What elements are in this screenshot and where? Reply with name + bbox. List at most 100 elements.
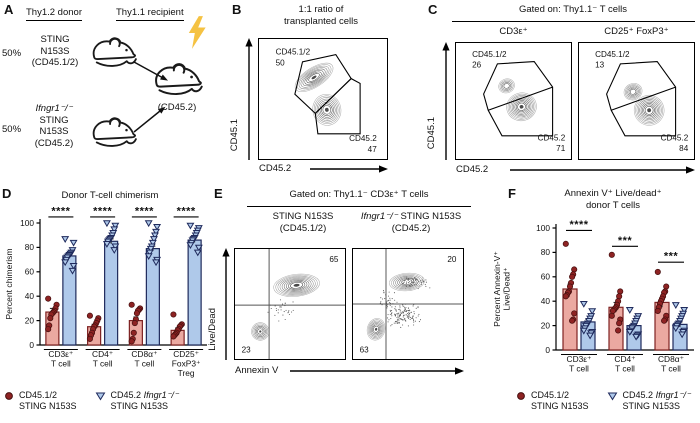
circle-marker-icon (5, 392, 13, 400)
svg-text:****: **** (569, 219, 588, 231)
legend-f: CD45.1/2 STING N153S CD45.2 Ifngr1⁻/⁻ ST… (516, 390, 691, 411)
x-axis-arrow (510, 166, 695, 174)
svg-text:CD8α⁺: CD8α⁺ (658, 354, 684, 364)
donor2-text: Ifngr1⁻/⁻ STING N153S (CD45.2) (34, 103, 74, 149)
panel-e-header-rule (247, 206, 471, 207)
legend-item-cd4512: CD45.1/2 STING N153S (516, 390, 589, 411)
panel-e-header: Gated on: Thy1.1⁻ CD3ε⁺ T cells (289, 189, 429, 200)
lightning-bolt-icon (188, 16, 206, 49)
svg-text:40: 40 (541, 296, 551, 306)
circle-marker-icon (517, 392, 525, 400)
triangle-marker-icon (95, 392, 105, 401)
panel-d-title: Donor T-cell chimerism (61, 190, 159, 201)
x-axis-arrow (290, 367, 464, 375)
svg-text:CD45.1/2: CD45.1/2 (276, 48, 311, 57)
svg-text:T cell: T cell (51, 359, 71, 369)
svg-text:****: **** (51, 205, 70, 217)
panel-f-title: Annexin V⁺ Live/dead⁺ donor T cells (564, 188, 662, 211)
panel-c-header-rule (452, 21, 695, 22)
triangle-marker-icon (607, 392, 617, 401)
svg-text:100: 100 (20, 218, 34, 228)
e-col-title-2: Ifngr1⁻/⁻ STING N153S (CD45.2) (360, 211, 462, 234)
mouse-icon (92, 37, 137, 67)
svg-text:80: 80 (541, 247, 551, 257)
svg-text:CD45.2: CD45.2 (538, 133, 566, 142)
e-col-title-1: STING N153S (CD45.1/2) (272, 211, 334, 234)
b-y-axis-label: CD45.1 (229, 119, 240, 152)
svg-text:47: 47 (368, 145, 378, 154)
recipient-header: Thy1.1 recipient (116, 7, 184, 21)
legend-item-cd4512: CD45.1/2 STING N153S (4, 390, 77, 411)
svg-text:63: 63 (360, 345, 370, 354)
svg-text:CD45.2: CD45.2 (349, 134, 377, 143)
svg-text:26: 26 (472, 60, 482, 69)
svg-text:CD4⁺: CD4⁺ (92, 349, 113, 359)
recipient-caption: (CD45.2) (157, 102, 197, 113)
y-axis-arrow (442, 42, 450, 160)
legend-item-cd452: CD45.2 Ifngr1⁻/⁻ STING N153S (607, 390, 691, 411)
y-axis-arrow (222, 248, 230, 360)
svg-text:20: 20 (541, 320, 551, 330)
svg-text:40: 40 (25, 291, 35, 301)
e-y-axis-label: Live/Dead (207, 308, 218, 351)
c-x-axis-label: CD45.2 (456, 164, 489, 175)
svg-text:***: *** (664, 251, 679, 263)
svg-text:Percent chimerism: Percent chimerism (4, 248, 14, 319)
svg-text:60: 60 (25, 267, 35, 277)
svg-text:CD3ε⁺: CD3ε⁺ (567, 354, 592, 364)
svg-text:****: **** (93, 205, 112, 217)
svg-text:Live/Dead⁺: Live/Dead⁺ (502, 267, 512, 311)
legend-item-cd452: CD45.2 Ifngr1⁻/⁻ STING N153S (95, 390, 179, 411)
e-x-axis-label: Annexin V (235, 365, 279, 376)
y-axis-arrow (245, 38, 253, 160)
svg-text:20: 20 (25, 315, 35, 325)
svg-text:CD45.2: CD45.2 (661, 133, 689, 142)
donor2-percent: 50% (2, 124, 22, 135)
panel-c-label: C (428, 2, 438, 17)
panel-d-label: D (2, 186, 12, 201)
svg-text:****: **** (177, 205, 196, 217)
flow-plot-e1: 65 23 (234, 248, 346, 360)
svg-text:***: *** (618, 235, 633, 247)
panel-e-label: E (214, 186, 223, 201)
panel-f-label: F (508, 186, 516, 201)
svg-text:Percent Annexin-V⁺: Percent Annexin-V⁺ (494, 251, 502, 327)
svg-text:60: 60 (541, 272, 551, 282)
svg-text:CD4⁺: CD4⁺ (614, 354, 635, 364)
panel-b-title: 1:1 ratio of transplanted cells (284, 4, 358, 27)
svg-text:T cell: T cell (661, 364, 681, 374)
x-axis-arrow (310, 165, 388, 173)
donor-header: Thy1.2 donor (26, 7, 82, 21)
svg-text:FoxP3⁺: FoxP3⁺ (172, 359, 201, 369)
svg-text:13: 13 (595, 60, 605, 69)
panel-c-header: Gated on: Thy1.1⁻ T cells (519, 4, 627, 15)
svg-text:CD25⁺: CD25⁺ (173, 349, 199, 359)
legend-d: CD45.1/2 STING N153S CD45.2 Ifngr1⁻/⁻ ST… (4, 390, 179, 411)
svg-text:0: 0 (545, 345, 550, 355)
b-x-axis-label: CD45.2 (259, 163, 292, 174)
c-y-axis-label: CD45.1 (426, 117, 437, 150)
svg-text:71: 71 (556, 144, 566, 153)
svg-text:80: 80 (25, 242, 35, 252)
svg-text:65: 65 (329, 255, 339, 264)
svg-text:CD45.1/2: CD45.1/2 (595, 50, 630, 59)
svg-text:84: 84 (679, 144, 689, 153)
svg-text:23: 23 (242, 345, 252, 354)
panel-b-label: B (232, 2, 242, 17)
gene-name: Ifngr1⁻/⁻ (35, 103, 73, 114)
mouse-icon (155, 63, 203, 96)
svg-text:T cell: T cell (134, 359, 154, 369)
donor1-percent: 50% (2, 48, 22, 59)
svg-text:T cell: T cell (93, 359, 113, 369)
svg-text:Treg: Treg (178, 368, 195, 378)
svg-text:0: 0 (29, 340, 34, 350)
c-subheader-treg: CD25⁺ FoxP3⁺ (604, 26, 669, 37)
donor1-text: STING N153S (CD45.1/2) (31, 34, 79, 68)
svg-text:50: 50 (276, 58, 286, 67)
